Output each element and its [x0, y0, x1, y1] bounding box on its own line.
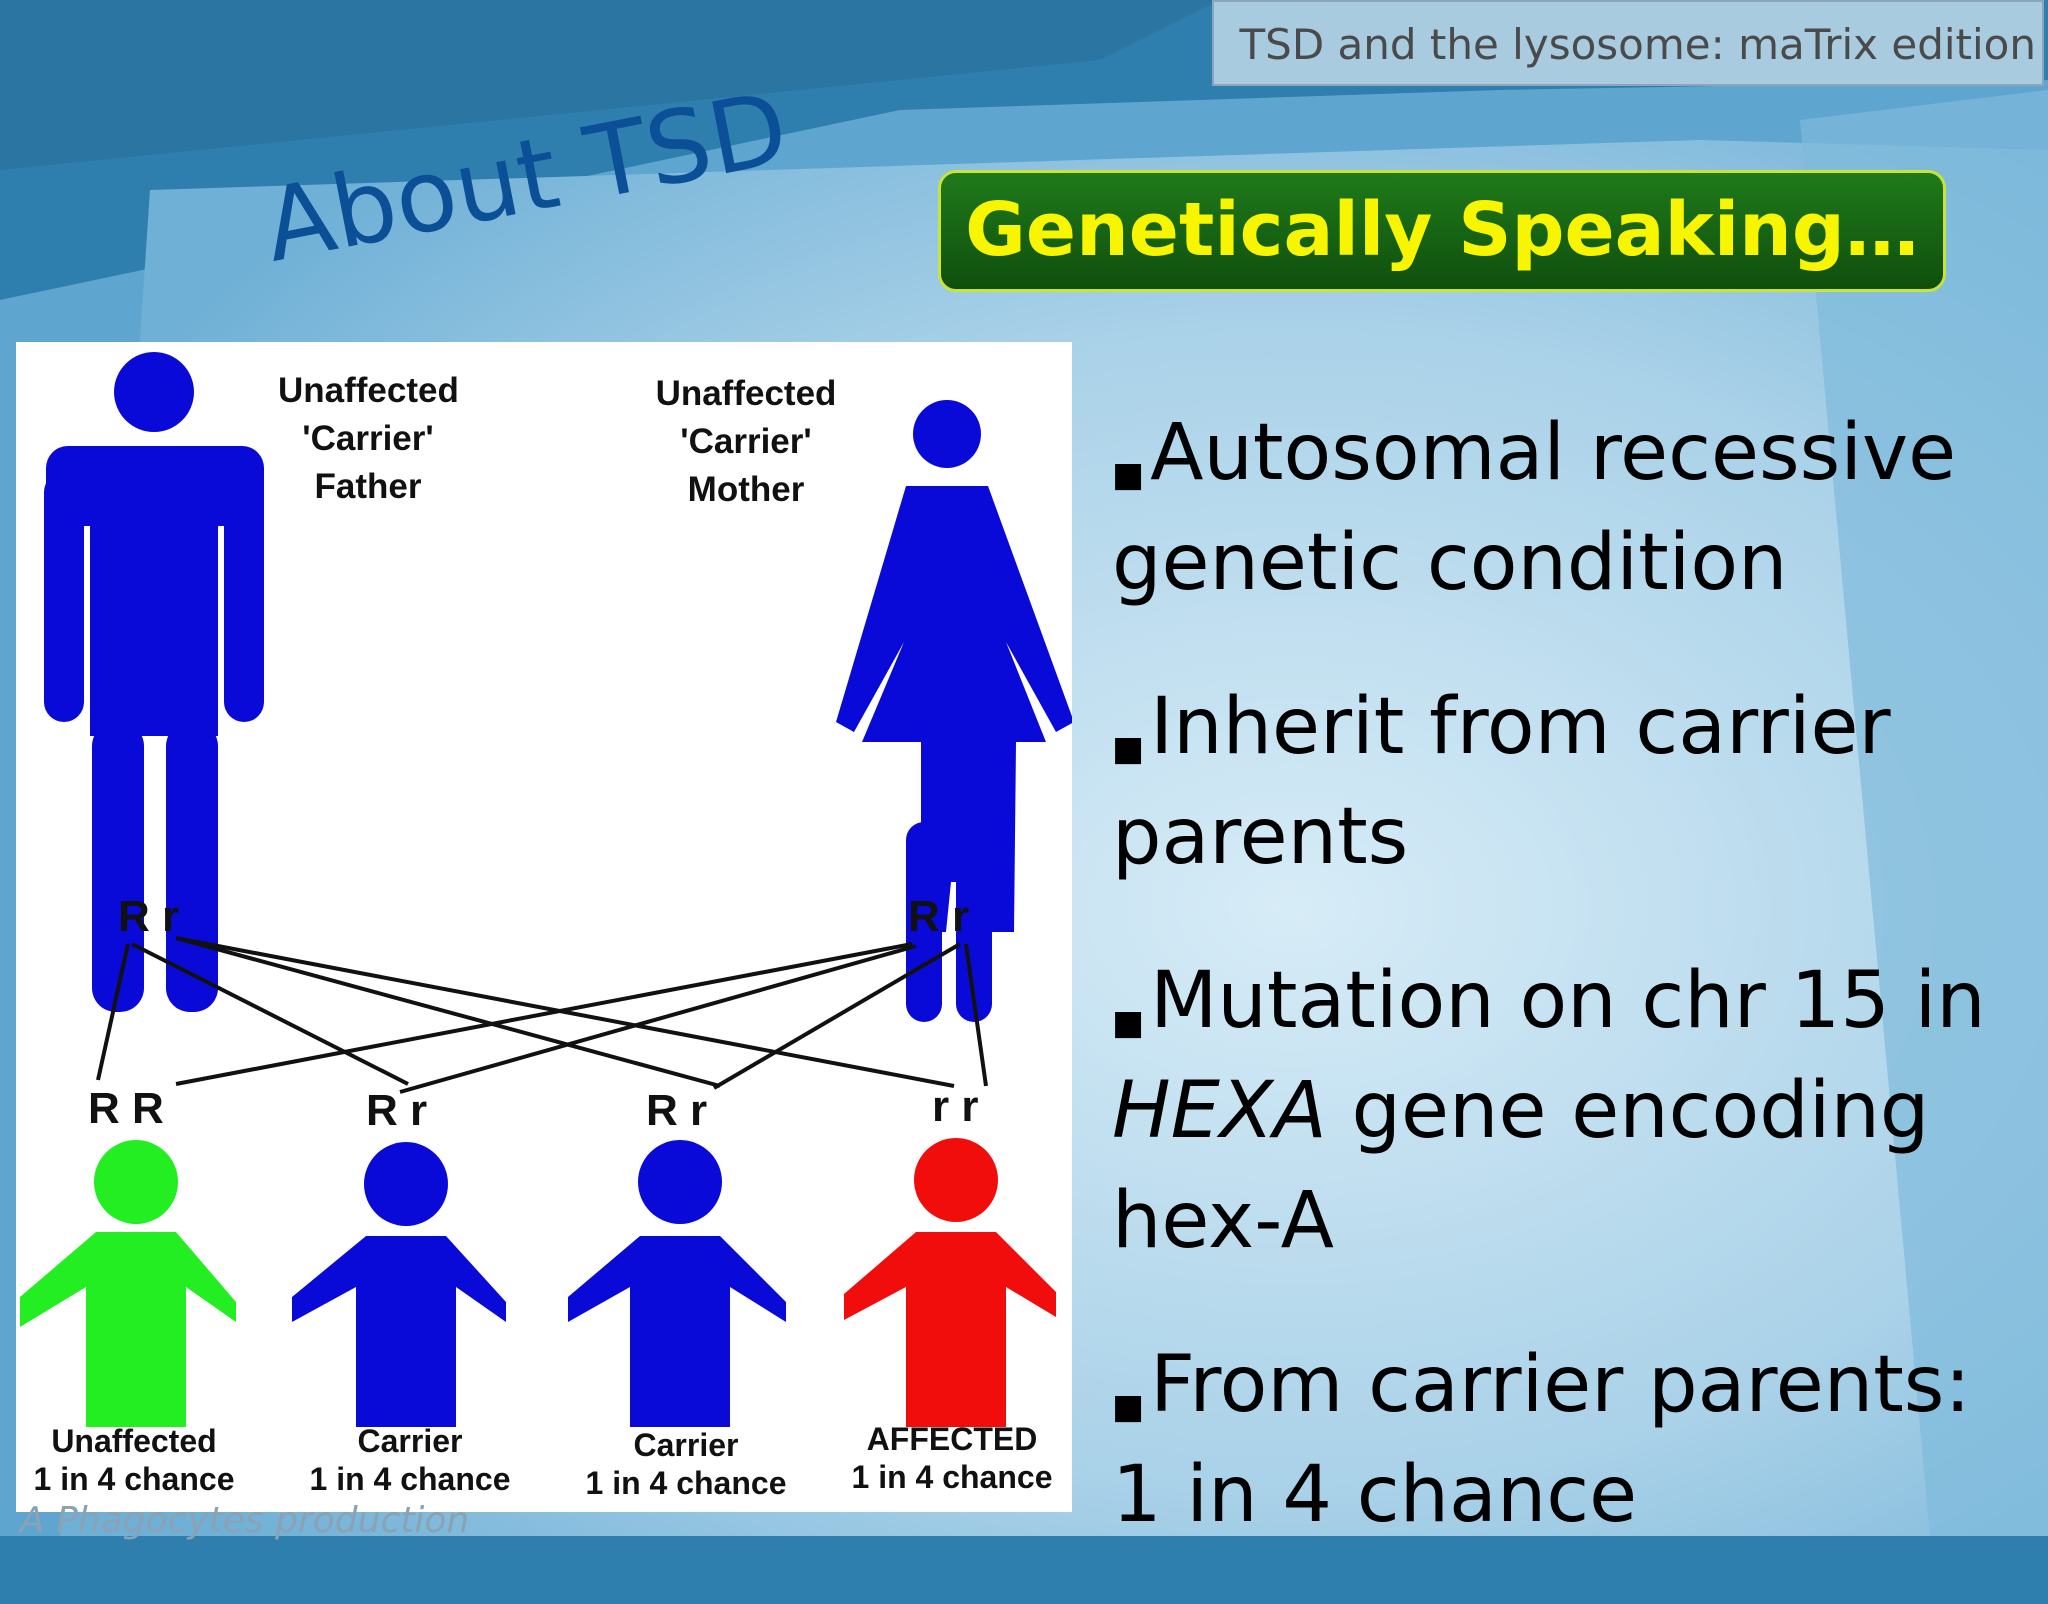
bullet-2: ■Inherit from carrier parents: [1112, 682, 1891, 882]
child-2-label: Carrier 1 in 4 chance: [309, 1423, 511, 1497]
inheritance-diagram: Unaffected 'Carrier' Father Unaffected '…: [16, 342, 1072, 1512]
father-label: Unaffected 'Carrier' Father: [278, 371, 459, 506]
square-bullet-icon: ■: [1112, 1387, 1145, 1427]
square-bullet-icon: ■: [1112, 455, 1145, 495]
father-genotype: R r: [118, 892, 180, 941]
father-figure: [44, 352, 264, 1012]
bullet-4: ■From carrier parents: 1 in 4 chance: [1112, 1340, 1971, 1540]
child-4-label: AFFECTED 1 in 4 chance: [851, 1421, 1053, 1495]
child-figure-2: [292, 1142, 506, 1427]
child-3-label: Carrier 1 in 4 chance: [585, 1427, 787, 1501]
child-1-genotype: R R: [88, 1084, 164, 1133]
child-figure-1: [20, 1140, 236, 1427]
square-bullet-icon: ■: [1112, 1003, 1145, 1043]
child-2-genotype: R r: [366, 1086, 428, 1135]
mother-genotype: R r: [908, 892, 970, 941]
inheritance-drawing: [20, 352, 1072, 1427]
child-1-label: Unaffected 1 in 4 chance: [33, 1423, 235, 1497]
production-credit: A Phagocytes production: [20, 1500, 470, 1541]
bullet-3: ■Mutation on chr 15 in HEXA gene encodin…: [1112, 956, 1986, 1266]
child-3-genotype: R r: [646, 1086, 708, 1135]
bullet-1: ■Autosomal recessive genetic condition: [1112, 408, 1957, 608]
child-figure-3: [568, 1140, 786, 1427]
child-figure-4: [844, 1138, 1056, 1427]
bullet-list: ■Autosomal recessive genetic condition ■…: [1112, 398, 2022, 1604]
square-bullet-icon: ■: [1112, 729, 1145, 769]
mother-head: [913, 400, 981, 468]
child-4-genotype: r r: [932, 1082, 979, 1131]
inheritance-lines: [96, 936, 988, 1094]
father-head: [114, 352, 194, 432]
mother-label: Unaffected 'Carrier' Mother: [655, 374, 837, 509]
section-banner: Genetically Speaking…: [938, 170, 1946, 292]
edition-label: TSD and the lysosome: maTrix edition: [1212, 0, 2044, 86]
